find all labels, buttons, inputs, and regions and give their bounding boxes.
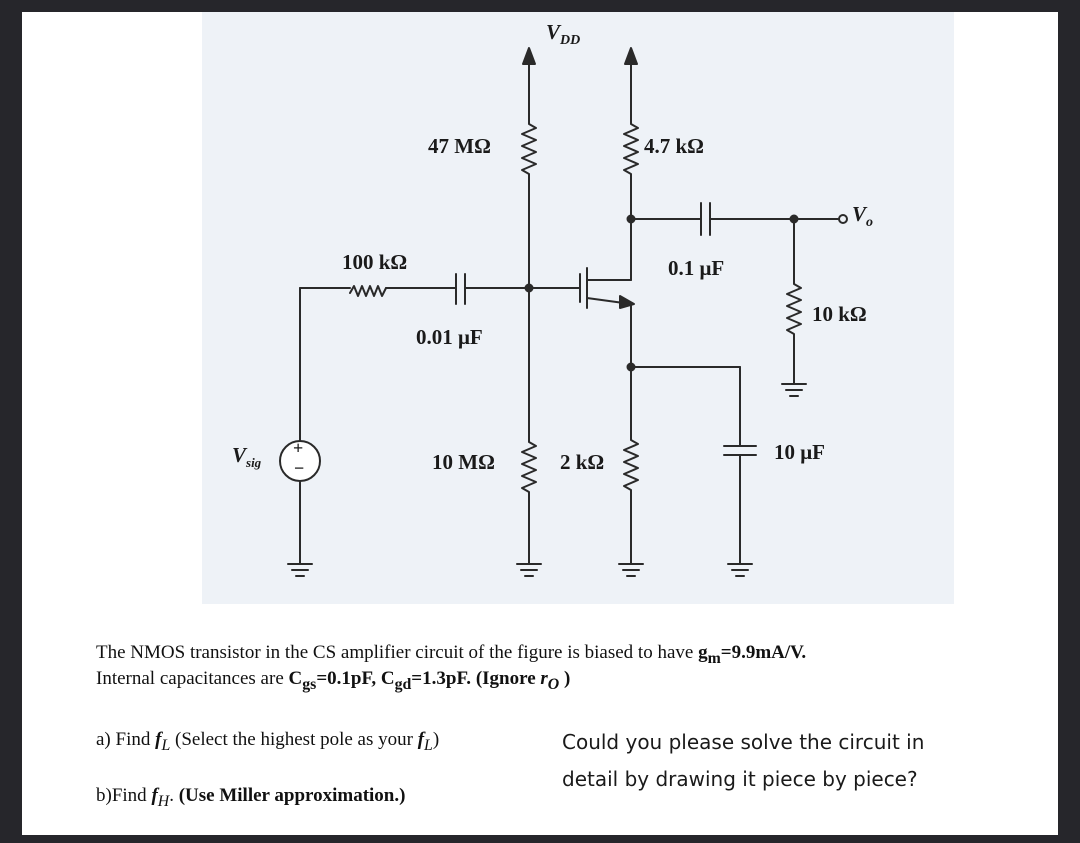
signal-source <box>279 440 321 577</box>
vdd-label: VDD <box>546 20 581 49</box>
question-line-2: detail by drawing it piece by piece? <box>562 767 918 791</box>
label-r-gate-bottom: 10 MΩ <box>432 450 495 474</box>
circuit-schematic <box>279 47 848 577</box>
label-c-in: 0.01 μF <box>416 325 483 349</box>
problem-line-2: Internal capacitances are Cgs=0.1pF, Cgd… <box>96 668 571 693</box>
problem-part-a: a) Find fL (Select the highest pole as y… <box>96 729 440 754</box>
vdd-arrow-right <box>624 47 638 113</box>
nmos-transistor <box>579 267 635 368</box>
label-r-gate-top: 47 MΩ <box>428 134 491 158</box>
resistor-load <box>781 218 807 397</box>
node-drain <box>626 214 636 224</box>
problem-line-1: The NMOS transistor in the CS amplifier … <box>96 642 807 667</box>
resistor-source <box>618 366 644 577</box>
label-r-sig: 100 kΩ <box>342 250 408 274</box>
label-r-drain: 4.7 kΩ <box>644 134 704 158</box>
problem-part-b: b)Find fH. (Use Miller approximation.) <box>96 785 406 810</box>
vdd-arrow-left <box>522 47 536 113</box>
source-plus-sign: + <box>293 438 304 458</box>
content-frame: VDD 47 MΩ 4.7 kΩ 100 kΩ 0.1 μF 0.01 μF 1… <box>22 12 1058 835</box>
resistor-10meg <box>516 287 542 577</box>
vsig-label: Vsig <box>232 443 262 471</box>
input-network <box>299 273 530 441</box>
label-r-load: 10 kΩ <box>812 302 867 326</box>
resistor-47meg <box>521 111 537 298</box>
resistor-drain <box>623 111 639 281</box>
question-line-1: Could you please solve the circuit in <box>562 730 925 754</box>
circuit-diagram: VDD 47 MΩ 4.7 kΩ 100 kΩ 0.1 μF 0.01 μF 1… <box>202 12 954 604</box>
capacitor-output <box>630 202 848 236</box>
capacitor-source <box>630 366 757 577</box>
vo-label: Vo <box>852 202 874 231</box>
label-c-source: 10 μF <box>774 440 825 464</box>
label-c-out: 0.1 μF <box>668 256 725 280</box>
source-minus-sign: − <box>294 458 305 478</box>
label-r-source: 2 kΩ <box>560 450 605 474</box>
